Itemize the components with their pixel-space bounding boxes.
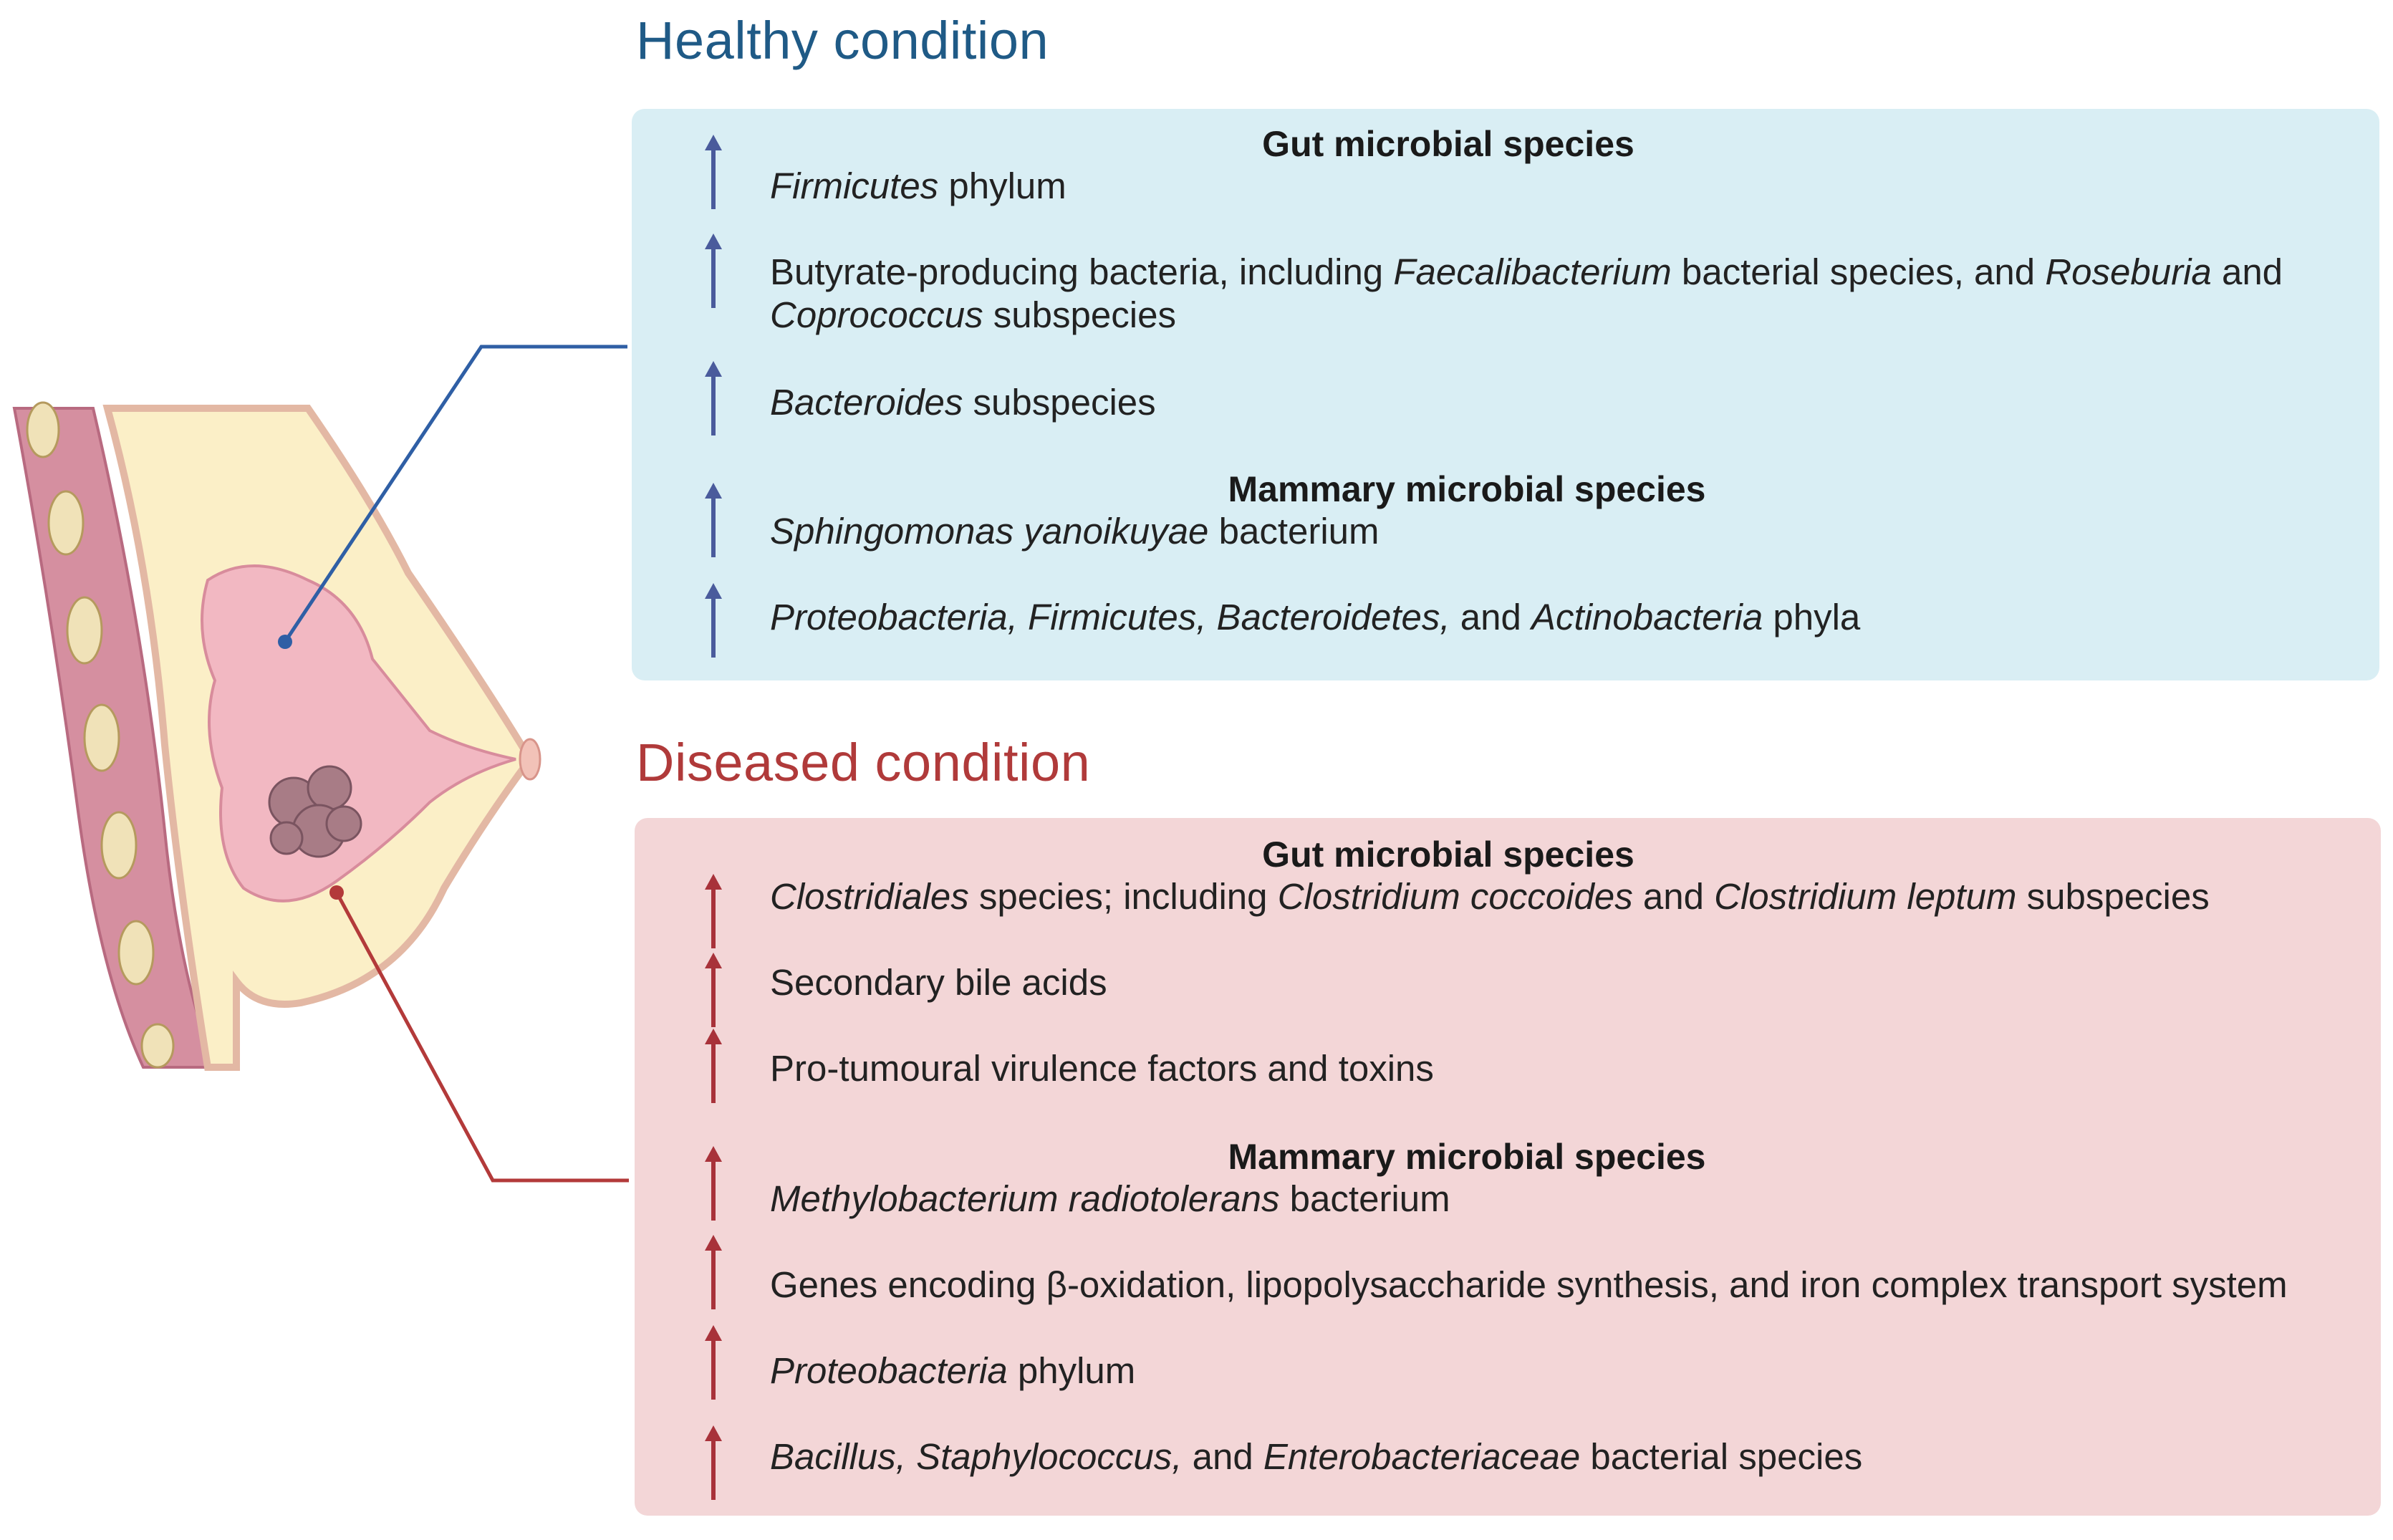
up-arrow-icon (705, 583, 722, 658)
healthy-item-firmicutes: Firmicutes phylum (770, 165, 1067, 206)
up-arrow-icon (705, 135, 722, 209)
tumor (268, 765, 362, 858)
diseased-item-virulence: Pro-tumoural virulence factors and toxin… (770, 1048, 1434, 1089)
healthy-gut-heading: Gut microbial species (1262, 124, 1634, 164)
healthy-item-sphingomonas: Sphingomonas yanoikuyae bacterium (770, 511, 1380, 552)
up-arrow-icon (705, 1325, 722, 1400)
healthy-mammary-heading: Mammary microbial species (1228, 469, 1706, 509)
diseased-item-proteobacteria: Proteobacteria phylum (770, 1350, 1136, 1391)
up-arrow-icon (705, 483, 722, 557)
healthy-item-butyrate-line2: Coprococcus subspecies (770, 294, 1176, 335)
up-arrow-icon (705, 953, 722, 1027)
diseased-item-clostridiales: Clostridiales species; including Clostri… (770, 876, 2210, 917)
breast-anatomy-illustration (12, 401, 541, 1071)
healthy-item-bacteroides: Bacteroides subspecies (770, 382, 1156, 423)
up-arrow-icon (705, 234, 722, 308)
diseased-item-genes: Genes encoding β-oxidation, lipopolysacc… (770, 1264, 2288, 1305)
up-arrow-icon (705, 1425, 722, 1500)
healthy-item-butyrate-line1: Butyrate-producing bacteria, including F… (770, 251, 2283, 292)
diseased-condition-title: Diseased condition (636, 733, 1091, 792)
nipple (519, 738, 541, 781)
healthy-panel (632, 109, 2379, 680)
diseased-panel (635, 818, 2381, 1516)
up-arrow-icon (705, 1235, 722, 1309)
diseased-item-bile-acids: Secondary bile acids (770, 962, 1107, 1003)
diseased-item-methylobacterium: Methylobacterium radiotolerans bacterium (770, 1178, 1450, 1219)
up-arrow-icon (705, 1146, 722, 1221)
healthy-condition-title: Healthy condition (636, 11, 1049, 70)
healthy-item-phyla: Proteobacteria, Firmicutes, Bacteroidete… (770, 597, 1861, 637)
diseased-mammary-heading: Mammary microbial species (1228, 1137, 1706, 1177)
up-arrow-icon (705, 361, 722, 435)
diseased-gut-heading: Gut microbial species (1262, 834, 1634, 875)
up-arrow-icon (705, 1029, 722, 1103)
up-arrow-icon (705, 874, 722, 948)
diseased-item-bacillus: Bacillus, Staphylococcus, and Enterobact… (770, 1436, 1863, 1477)
